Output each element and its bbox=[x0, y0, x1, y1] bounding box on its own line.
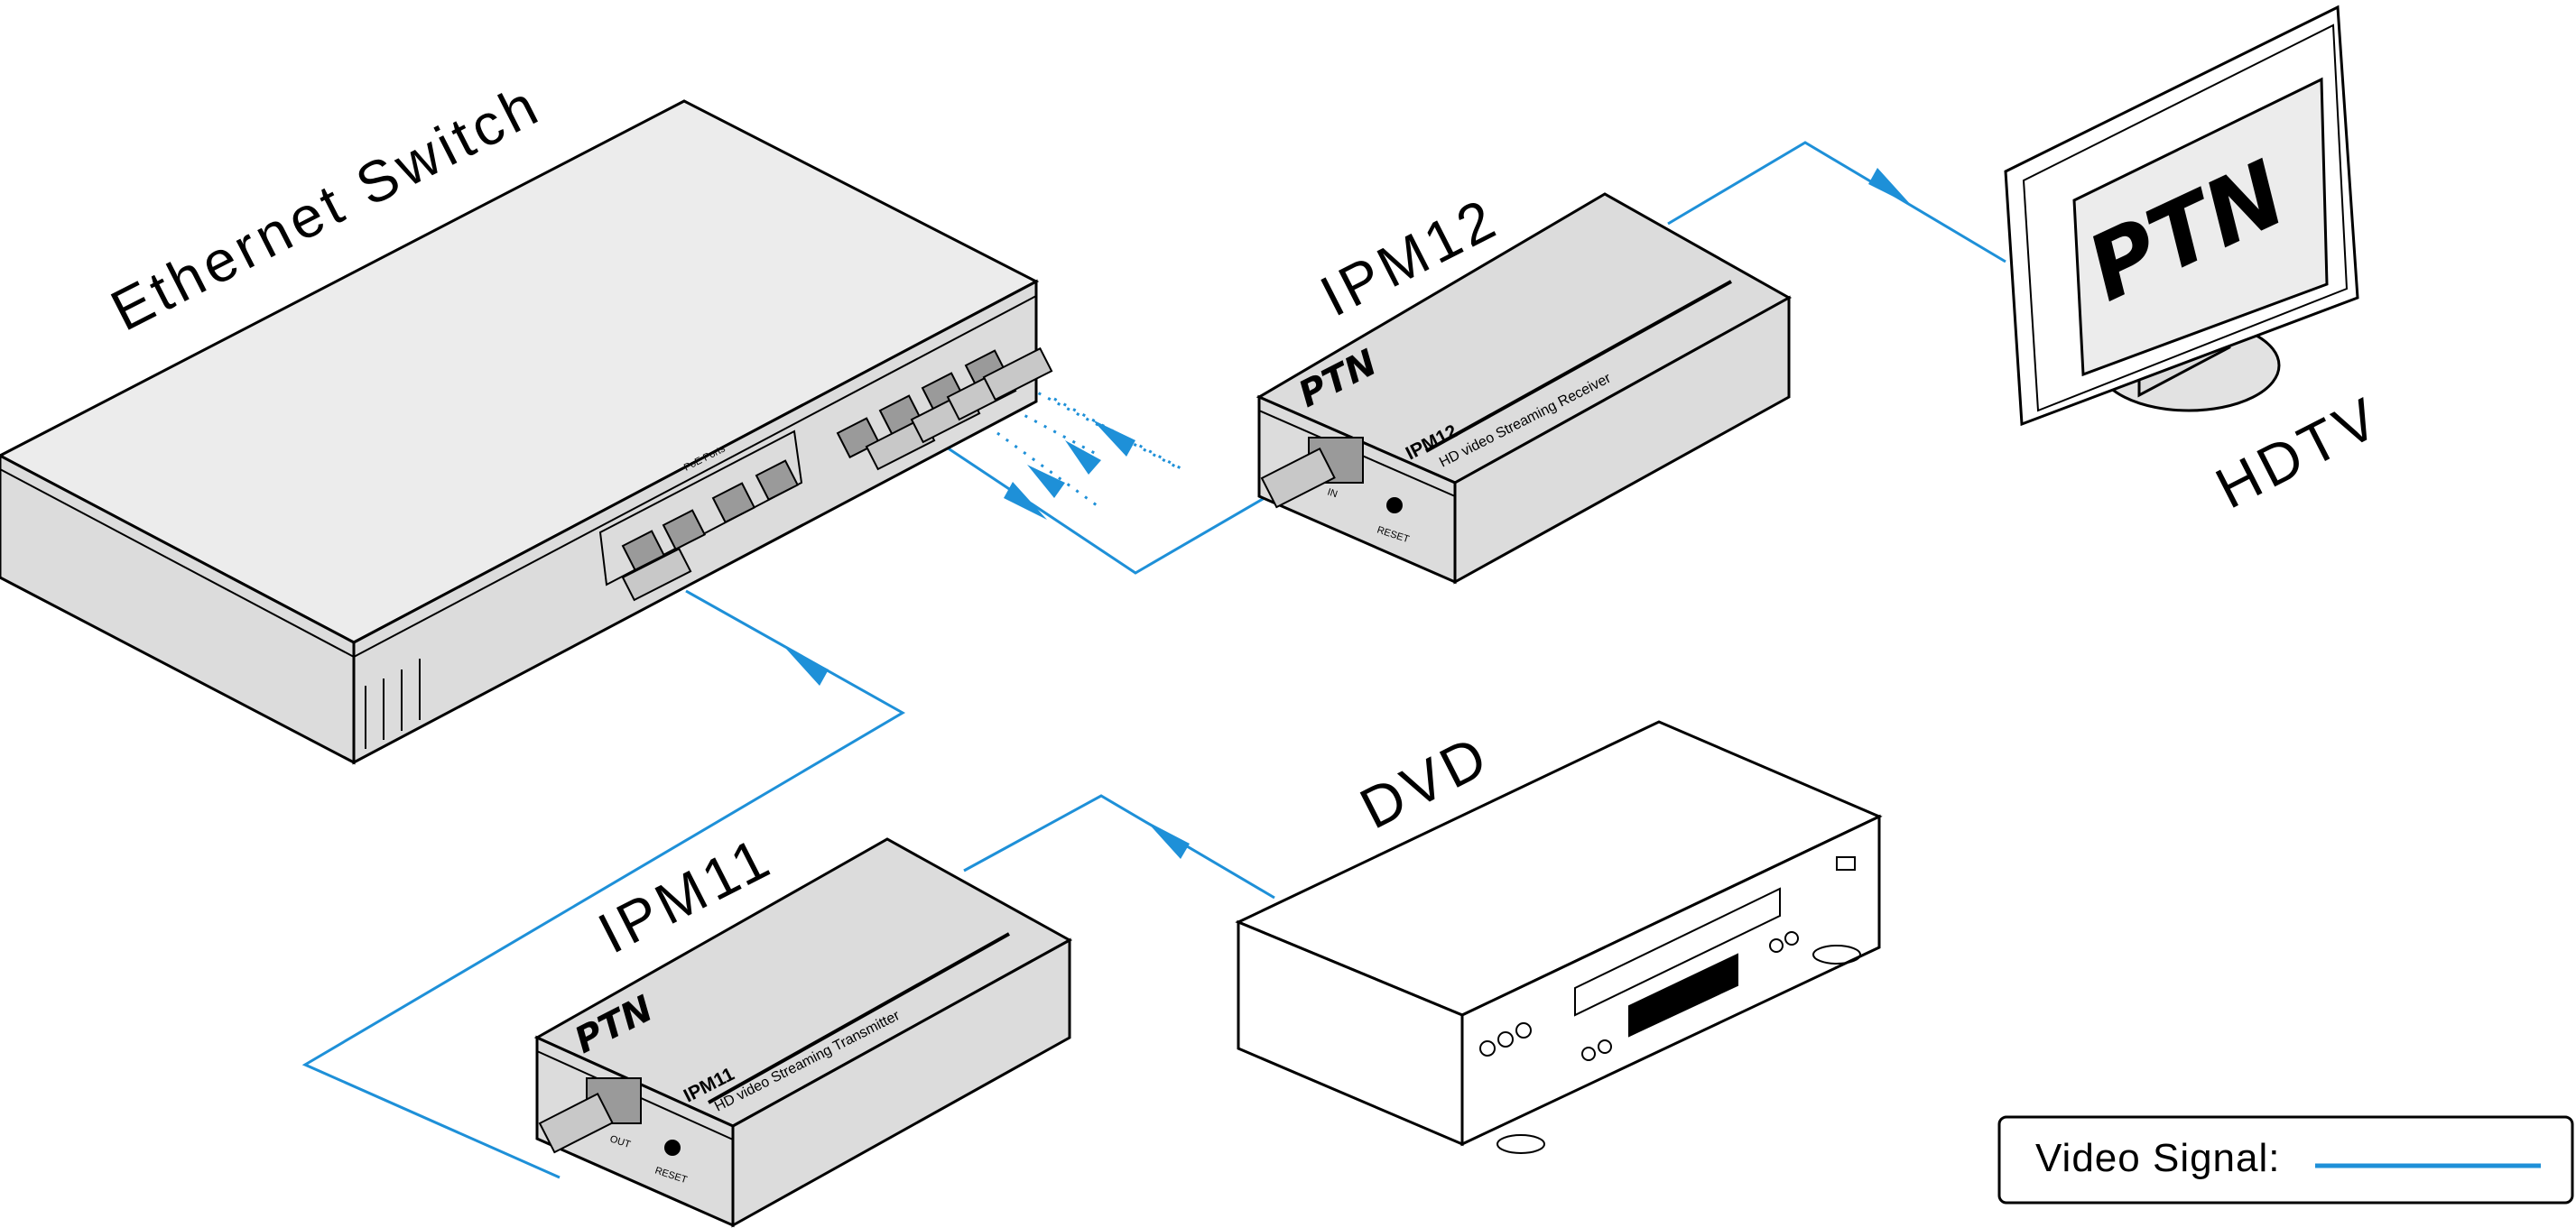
signal-line-ipm12-to-hdtv bbox=[1667, 141, 2006, 263]
hdtv-bezel-inner bbox=[2022, 23, 2349, 412]
signal-arrow-switch-to-ipm12 bbox=[1004, 482, 1047, 520]
dvd-button-5[interactable] bbox=[1598, 1039, 1612, 1054]
legend-label: Video Signal: bbox=[2035, 1136, 2281, 1180]
dvd-button-7[interactable] bbox=[1784, 931, 1799, 946]
dvd-button-2[interactable] bbox=[1497, 1031, 1514, 1048]
signal-line-ipm11-to-switch bbox=[301, 589, 906, 1179]
ipm12-port-label: IN bbox=[1326, 486, 1339, 500]
hdtv-screen bbox=[2072, 77, 2329, 377]
dvd-foot-left bbox=[1496, 1134, 1545, 1154]
ipm11-right-face bbox=[731, 937, 1071, 1228]
ipm12-receiver: PTN IPM12 HD video Streaming Receiver RE… bbox=[1256, 192, 1793, 585]
signal-line-switch-to-ipm12 bbox=[911, 422, 1281, 575]
ethernet-switch: PoE Ports bbox=[0, 99, 1053, 765]
dvd-button-4[interactable] bbox=[1581, 1047, 1596, 1061]
ipm12-top-stripe bbox=[1425, 280, 1732, 453]
signal-dotted-1 bbox=[1028, 386, 1181, 471]
signal-arrow-ipm12-to-hdtv bbox=[1868, 168, 1912, 206]
dvd-foot-right bbox=[1812, 945, 1861, 965]
dvd-disc-tray bbox=[1574, 887, 1781, 1017]
switch-port-4[interactable] bbox=[755, 459, 800, 502]
switch-port-1[interactable] bbox=[621, 530, 666, 572]
legend-box bbox=[1997, 1115, 2574, 1205]
switch-vents bbox=[365, 659, 421, 749]
dvd-player bbox=[1235, 720, 1883, 1154]
switch-poe-port-panel bbox=[598, 429, 803, 586]
dvd-button-3[interactable] bbox=[1515, 1022, 1532, 1039]
switch-plug-extra-3 bbox=[982, 346, 1053, 402]
ipm12-right-face bbox=[1453, 295, 1791, 585]
switch-port-3[interactable] bbox=[711, 482, 756, 524]
dvd-button-6[interactable] bbox=[1769, 938, 1784, 953]
legend: Video Signal: bbox=[1997, 1115, 2574, 1205]
ipm11-reset-button[interactable] bbox=[664, 1140, 681, 1156]
signal-arrow-dotted-2 bbox=[1065, 440, 1101, 475]
signal-arrow-ipm11-to-switch bbox=[785, 648, 829, 686]
hdtv: PTN bbox=[2004, 5, 2359, 427]
ipm11-plug bbox=[538, 1092, 614, 1154]
ipm11-top-stripe bbox=[708, 932, 1010, 1104]
signal-arrow-dvd-to-ipm11 bbox=[1146, 821, 1190, 859]
dvd-front-face bbox=[1460, 814, 1881, 1147]
dvd-power-button[interactable] bbox=[1836, 856, 1856, 871]
dvd-display bbox=[1628, 953, 1738, 1038]
signal-arrow-dotted-1 bbox=[1092, 420, 1135, 457]
switch-plug-ipm11 bbox=[621, 547, 692, 602]
ipm11-transmitter: PTN IPM11 HD video Streaming Transmitter… bbox=[533, 837, 1073, 1228]
ipm12-plug bbox=[1260, 447, 1336, 509]
signal-dotted-2 bbox=[1015, 409, 1100, 457]
signal-line-dvd-to-ipm11 bbox=[963, 794, 1275, 900]
switch-port-2[interactable] bbox=[662, 509, 707, 551]
ipm12-reset-button[interactable] bbox=[1386, 497, 1403, 513]
dvd-button-1[interactable] bbox=[1479, 1040, 1496, 1057]
signal-lines bbox=[301, 141, 2006, 1179]
signal-arrow-dotted-3 bbox=[1027, 465, 1065, 498]
